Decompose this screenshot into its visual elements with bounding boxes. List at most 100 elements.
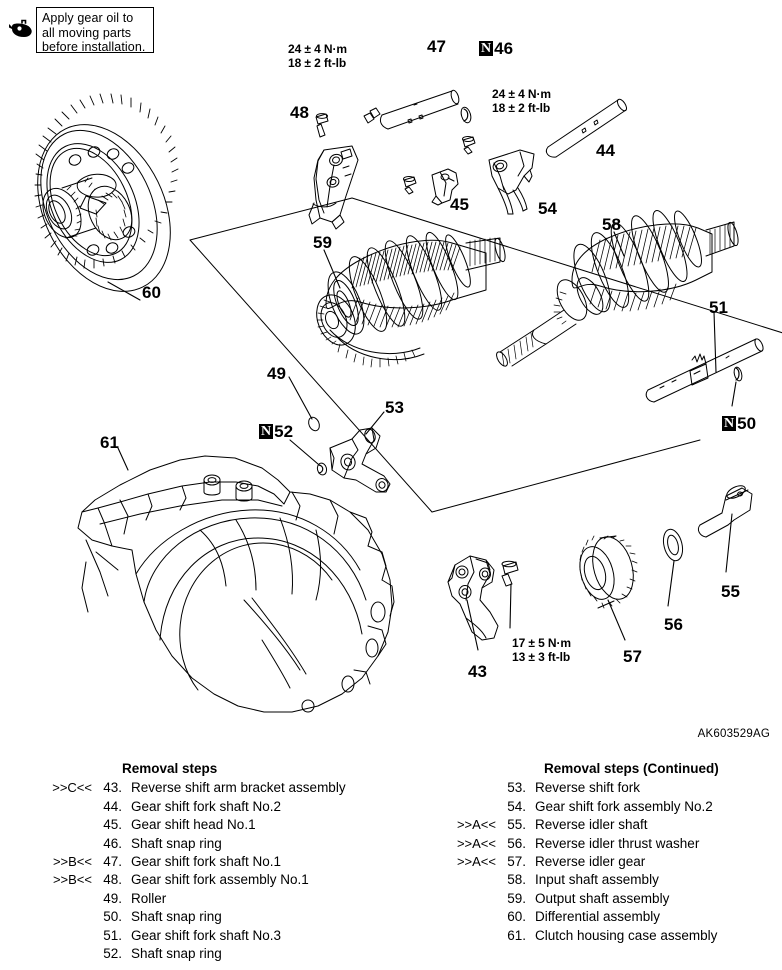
removal-step-number: 61.	[507, 927, 526, 943]
removal-step-name: Gear shift fork assembly No.2	[535, 798, 713, 814]
torque-nm: 24 ± 4 N·m	[492, 87, 551, 101]
removal-step-name: Gear shift fork assembly No.1	[131, 872, 309, 888]
callout-43: 43	[468, 662, 487, 681]
removal-step-name: Reverse shift arm bracket assembly	[131, 780, 346, 796]
torque-ftlb: 18 ± 2 ft-lb	[288, 55, 347, 70]
torque-spec-43: 17 ± 5 N·m 13 ± 3 ft-lb	[512, 636, 571, 664]
removal-step-row: 44. Gear shift fork shaft No.2	[36, 798, 436, 816]
callout-56: 56	[664, 615, 683, 634]
note-line-3: before installation.	[42, 40, 146, 54]
removal-step-mark: >>A<<	[456, 817, 496, 833]
removal-step-number: 56.	[507, 835, 526, 851]
removal-step-mark: >>A<<	[456, 854, 496, 870]
part-44-gear-shift-fork-shaft-no2	[545, 98, 628, 158]
part-55-reverse-idler-shaft	[697, 485, 753, 573]
callout-57: 57	[623, 647, 642, 666]
removal-step-row: 58. Input shaft assembly	[440, 871, 782, 889]
n-box-icon: N	[722, 416, 737, 431]
removal-step-name: Input shaft assembly	[535, 872, 659, 888]
n-marker-number: 50	[737, 414, 757, 433]
callout-54: 54	[538, 199, 557, 218]
removal-step-name: Gear shift fork shaft No.1	[131, 854, 282, 870]
removal-step-number: 55.	[507, 817, 526, 833]
part-49-roller	[288, 376, 320, 432]
torque-spec-45: 24 ± 4 N·m 18 ± 2 ft-lb	[492, 87, 551, 115]
removal-steps-right-column: Removal steps (Continued) 53.Reverse shi…	[440, 760, 782, 945]
removal-step-name: Shaft snap ring	[131, 909, 222, 925]
removal-step-mark: >>B<<	[52, 872, 92, 888]
part-57-reverse-idler-gear	[579, 535, 638, 641]
note-line-1: Apply gear oil to	[42, 11, 134, 25]
removal-step-number: 58.	[507, 872, 526, 888]
removal-steps-title: Removal steps	[122, 761, 218, 776]
removal-step-name: Shaft snap ring	[131, 835, 222, 851]
part-58-input-shaft-assembly	[496, 210, 739, 367]
removal-step-mark: >>B<<	[52, 854, 92, 870]
torque-ftlb: 13 ± 3 ft-lb	[512, 649, 571, 664]
removal-steps-left-rows: >>C<< 43. Reverse shift arm bracket assemb…	[36, 779, 436, 963]
apply-gear-oil-note: Apply gear oil to all moving parts befor…	[36, 7, 154, 54]
removal-step-name: Roller	[131, 890, 167, 906]
removal-step-row: 59.Output shaft assembly	[440, 890, 782, 908]
callout-51: 51	[709, 298, 728, 317]
callout-55: 55	[721, 582, 740, 601]
callout-44: 44	[596, 141, 615, 160]
callout-48: 48	[290, 103, 309, 122]
removal-step-number: 50.	[103, 909, 122, 925]
callout-45: 45	[450, 195, 469, 214]
callout-61: 61	[100, 433, 119, 452]
removal-step-number: 54.	[507, 798, 526, 814]
part-48-bolt	[315, 113, 329, 138]
note-line-2: all moving parts	[42, 25, 132, 40]
removal-step-row: 50. Shaft snap ring	[36, 908, 436, 926]
removal-step-row: >>A<<57.Reverse idler gear	[440, 853, 782, 871]
part-48-gear-shift-fork-assembly-no1	[308, 145, 359, 230]
removal-step-name: Shaft snap ring	[131, 946, 222, 962]
removal-step-number: 47.	[103, 854, 122, 870]
removal-step-name: Gear shift fork shaft No.2	[131, 798, 282, 814]
torque-nm: 24 ± 4 N·m	[288, 42, 347, 56]
removal-step-number: 43.	[103, 780, 122, 796]
removal-step-row: >>A<< 56. Reverse idler thrust washer	[440, 835, 782, 853]
removal-step-number: 44.	[103, 798, 122, 814]
removal-step-mark: >>A<<	[456, 835, 496, 851]
callout-58: 58	[602, 215, 621, 234]
oil-can-icon	[9, 19, 32, 37]
n-box-icon: N	[259, 424, 274, 439]
removal-step-row: >>B<< 47. Gear shift fork shaft No.1	[36, 853, 436, 871]
transaxle-exploded-illustration	[34, 89, 782, 713]
part-50-shaft-snap-ring	[731, 366, 743, 407]
part-54-gear-shift-fork-assembly-no2	[488, 149, 535, 215]
n-box-icon: N	[479, 41, 494, 56]
part-56-reverse-idler-thrust-washer	[662, 528, 684, 607]
removal-step-number: 52.	[103, 946, 122, 962]
n-marker-number: 52	[274, 422, 294, 441]
removal-step-number: 51.	[103, 927, 122, 943]
removal-step-name: Reverse idler shaft	[535, 817, 648, 833]
removal-step-mark: >>C<<	[52, 780, 92, 796]
removal-step-row: 45.Gear shift head No.1	[36, 816, 436, 834]
removal-step-number: 45.	[103, 817, 122, 833]
removal-step-row: 54. Gear shift fork assembly No.2	[440, 798, 782, 816]
removal-step-number: 48.	[103, 872, 122, 888]
part-43-reverse-shift-arm-bracket-assembly	[447, 555, 499, 651]
part-45-bolts	[403, 136, 476, 195]
part-60-differential-assembly	[34, 93, 179, 301]
part-45-gear-shift-head-no1	[431, 168, 459, 206]
n-marker-number: 46	[494, 39, 514, 58]
removal-step-row: >>B<< 48. Gear shift fork assembly No.1	[36, 871, 436, 889]
callout-49: 49	[267, 364, 286, 383]
removal-step-row: 46.Shaft snap ring	[36, 835, 436, 853]
torque-spec-48: 24 ± 4 N·m 18 ± 2 ft-lb	[288, 42, 347, 70]
removal-step-name: Reverse idler thrust washer	[535, 835, 700, 851]
removal-step-number: 59.	[507, 890, 526, 906]
removal-step-row: 49.Roller	[36, 890, 436, 908]
removal-step-row: 61.Clutch housing case assembly	[440, 927, 782, 945]
removal-step-name: Gear shift fork shaft No.3	[131, 927, 282, 943]
callout-47: 47	[427, 37, 446, 56]
part-47-gear-shift-fork-shaft-no1	[363, 89, 460, 130]
